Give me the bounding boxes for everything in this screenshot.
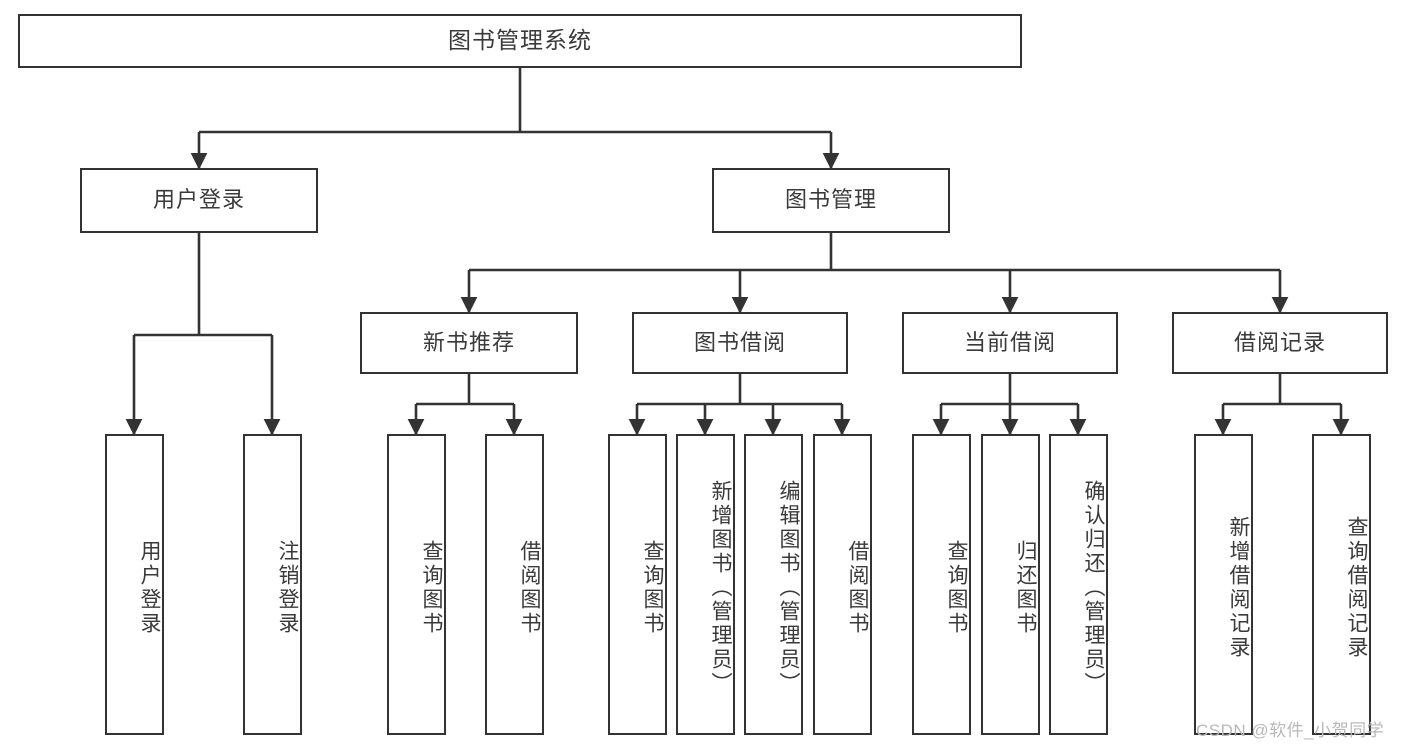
- node-leaf-edit-book-admin[interactable]: 编辑图书（管理员）: [744, 434, 803, 735]
- node-leaf-confirm-return-admin[interactable]: 确认归还（管理员）: [1049, 434, 1108, 735]
- node-new-book-recommend[interactable]: 新书推荐: [360, 312, 578, 374]
- node-borrow-record[interactable]: 借阅记录: [1172, 312, 1388, 374]
- node-book-borrow[interactable]: 图书借阅: [632, 312, 848, 374]
- node-leaf-borrow-book-borrow[interactable]: 借阅图书: [813, 434, 872, 735]
- node-leaf-borrow-book-recommend[interactable]: 借阅图书: [485, 434, 544, 735]
- node-root-book-management-system[interactable]: 图书管理系统: [18, 14, 1022, 68]
- node-leaf-add-book-admin[interactable]: 新增图书（管理员）: [676, 434, 735, 735]
- node-user-login[interactable]: 用户登录: [80, 168, 318, 233]
- node-leaf-query-book-recommend[interactable]: 查询图书: [387, 434, 446, 735]
- node-leaf-return-book[interactable]: 归还图书: [981, 434, 1040, 735]
- node-current-borrow[interactable]: 当前借阅: [902, 312, 1118, 374]
- csdn-watermark: CSDN @软件_小贺同学: [1196, 721, 1385, 740]
- node-leaf-query-book-current[interactable]: 查询图书: [912, 434, 971, 735]
- node-book-management[interactable]: 图书管理: [712, 168, 950, 233]
- node-leaf-user-login[interactable]: 用户登录: [105, 434, 164, 735]
- node-leaf-add-borrow-record[interactable]: 新增借阅记录: [1194, 434, 1253, 735]
- node-leaf-query-book-borrow[interactable]: 查询图书: [608, 434, 667, 735]
- node-leaf-logout-login[interactable]: 注销登录: [243, 434, 302, 735]
- node-leaf-query-borrow-record[interactable]: 查询借阅记录: [1312, 434, 1371, 735]
